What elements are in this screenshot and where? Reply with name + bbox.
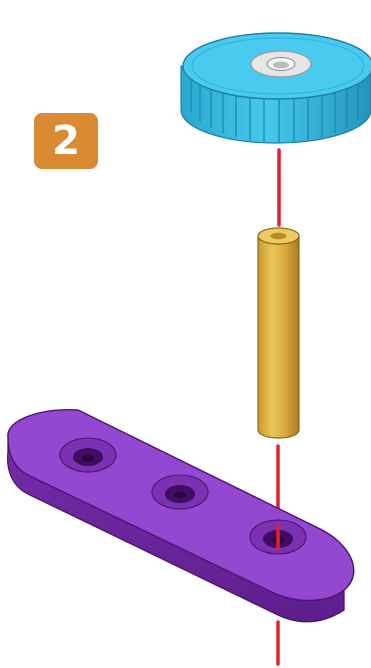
knurled-thumb-wheel xyxy=(181,33,371,143)
step-badge: 2 xyxy=(34,113,98,169)
three-hole-link-bar xyxy=(8,410,354,622)
step-number: 2 xyxy=(52,121,80,161)
brass-standoff xyxy=(258,228,299,438)
bar-hole-middle xyxy=(152,475,208,509)
bar-hole-left xyxy=(60,438,116,472)
